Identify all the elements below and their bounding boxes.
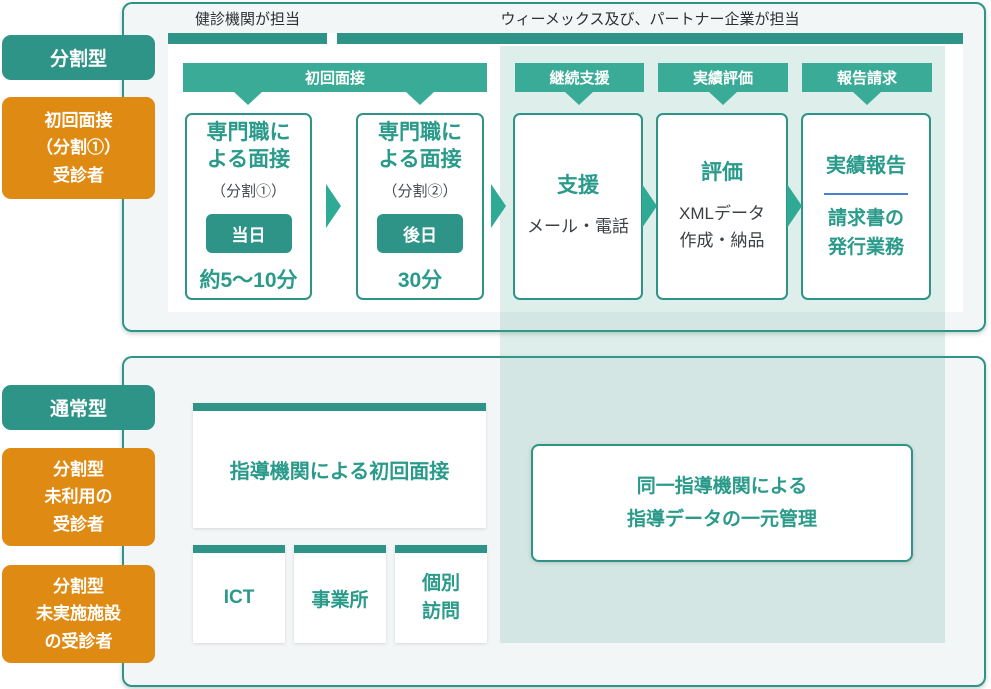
- timing-badge: 当日: [205, 214, 292, 254]
- flow-arrow-icon: [491, 184, 506, 228]
- channel-box-ict: ICT: [193, 545, 285, 643]
- banner-tail-icon: [234, 92, 262, 105]
- scope-header-wemex-partner: ウィーメックス及び、パートナー企業が担当: [500, 11, 800, 28]
- step-note: （分割①）: [210, 183, 286, 201]
- banner-tail-icon: [709, 92, 737, 105]
- step-duration: 約5〜10分: [199, 269, 298, 293]
- scope-header-checkup-org: 健診機関が担当: [194, 11, 300, 28]
- row-label-split-audience: 初回面接 （分割①） 受診者: [2, 97, 155, 199]
- step-box-report: 実績報告 請求書の 発行業務: [801, 113, 931, 300]
- phase-banner-label: 実績評価: [692, 70, 753, 87]
- initial-interview-box: 指導機関による初回面接: [193, 403, 486, 528]
- scope-bar-wemex-partner: [337, 33, 963, 44]
- phase-banner-label: 報告請求: [836, 70, 897, 87]
- row-label-split-unimplemented-audience: 分割型 未実施施設 の受診者: [2, 565, 155, 663]
- step-box-interview-2: 専門職に よる面接 （分割②） 後日 30分: [356, 113, 484, 300]
- scope-bar-checkup-org: [168, 33, 327, 44]
- phase-banner-report-billing: 報告請求: [802, 63, 932, 105]
- divider-line: [824, 193, 908, 195]
- step-title: 専門職に よる面接: [206, 120, 291, 171]
- row-label-split-type: 分割型: [2, 35, 155, 80]
- box-top-bar: [294, 545, 386, 553]
- channel-label: 個別 訪問: [421, 572, 460, 623]
- banner-tail-icon: [853, 92, 881, 105]
- step-box-support: 支援 メール・電話: [513, 113, 643, 300]
- flow-arrow-icon: [642, 184, 657, 228]
- phase-banner-continued-support: 継続支援: [515, 63, 644, 105]
- box-top-bar: [193, 403, 486, 411]
- timing-badge: 後日: [377, 214, 463, 254]
- step-box-interview-1: 専門職に よる面接 （分割①） 当日 約5〜10分: [185, 113, 312, 300]
- phase-banner-result-evaluation: 実績評価: [658, 63, 788, 105]
- flow-arrow-icon: [787, 184, 802, 228]
- box-top-bar: [395, 545, 487, 553]
- step-duration: 30分: [397, 269, 443, 293]
- channel-label: ICT: [223, 587, 255, 608]
- phase-banner-initial-interview: 初回面接: [183, 63, 487, 105]
- box-top-bar: [193, 545, 285, 553]
- step-note: （分割②）: [382, 183, 458, 201]
- step-title: 支援: [557, 174, 599, 198]
- unified-data-management-box: 同一指導機関による 指導データの一元管理: [531, 444, 913, 562]
- step-box-evaluation: 評価 XMLデータ 作成・納品: [656, 113, 788, 300]
- step-title: 専門職に よる面接: [378, 120, 462, 171]
- phase-banner-label: 初回面接: [304, 70, 365, 87]
- channel-box-office: 事業所: [294, 545, 386, 643]
- flow-arrow-icon: [326, 184, 341, 228]
- phase-banner-label: 継続支援: [549, 70, 610, 87]
- step-description: 請求書の 発行業務: [827, 208, 904, 258]
- initial-interview-label: 指導機関による初回面接: [229, 461, 450, 483]
- step-title: 実績報告: [826, 155, 906, 177]
- banner-tail-icon: [406, 92, 434, 105]
- channel-box-home-visit: 個別 訪問: [395, 545, 487, 643]
- banner-tail-icon: [565, 92, 593, 105]
- channel-label: 事業所: [311, 589, 369, 611]
- step-description: メール・電話: [527, 217, 629, 237]
- step-description: XMLデータ 作成・納品: [679, 204, 765, 250]
- row-label-split-unused-audience: 分割型 未利用の 受診者: [2, 448, 155, 546]
- row-label-normal-type: 通常型: [2, 385, 155, 430]
- step-title: 評価: [701, 161, 743, 184]
